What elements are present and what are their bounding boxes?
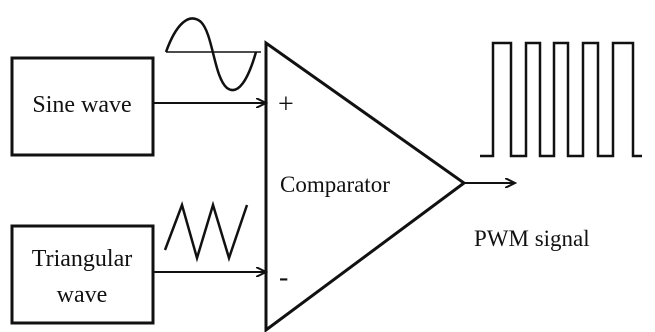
minus-input-sign: - [279,262,288,293]
comparator-symbol [264,40,467,332]
pwm-waveform-icon [480,41,642,158]
sine-wave-block [10,56,155,157]
triangular-wave-label-line1: Triangular [32,246,132,272]
plus-input-sign: + [278,89,294,120]
pwm-signal-label: PWM signal [474,226,590,251]
sine-wave-label: Sine wave [32,92,131,118]
triangular-waveform-icon [163,200,249,263]
triangular-wave-label-line2: wave [57,282,108,308]
sine-waveform-icon [164,17,258,92]
comparator-label: Comparator [280,172,390,197]
triangular-wave-block [10,224,155,325]
